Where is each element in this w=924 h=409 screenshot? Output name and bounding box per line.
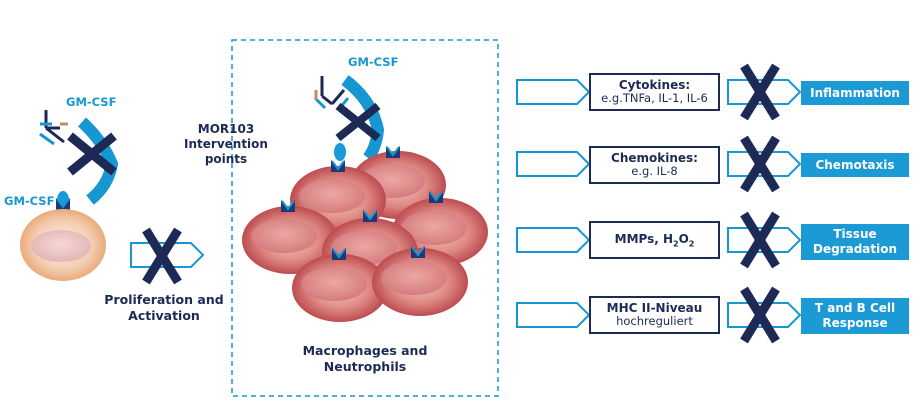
proliferation-label: Proliferation and Activation — [100, 292, 228, 323]
mhc-box: MHC II-Niveau hochreguliert — [589, 296, 720, 334]
antibody-icon — [313, 76, 350, 110]
result-chemotaxis: Chemotaxis — [801, 153, 909, 177]
result-inflammation: Inflammation — [801, 81, 909, 105]
box-title: Cytokines: — [618, 77, 691, 92]
intervention-label-line: MOR103 — [197, 122, 255, 136]
antibody-icon — [39, 110, 68, 146]
macrophages-label-line: Neutrophils — [323, 358, 407, 374]
result-label: Inflammation — [810, 85, 900, 100]
result-tissue-degradation: Tissue Degradation — [801, 224, 909, 260]
box-title-sub: 2 — [688, 238, 695, 248]
box-title-text: O — [678, 231, 689, 246]
intervention-dashed-box — [231, 39, 499, 397]
intervention-label: MOR103 Intervention points — [178, 122, 274, 167]
intervention-label-line: Intervention — [184, 137, 268, 151]
gm-csf-receptor-icon — [77, 117, 119, 205]
gm-csf-label: GM-CSF — [348, 55, 399, 69]
result-label: Response — [822, 316, 888, 330]
box-title: Chemokines: — [611, 150, 698, 165]
result-label: T and B Cell — [814, 301, 896, 315]
chemokines-box: Chemokines: e.g. IL-8 — [589, 146, 720, 184]
result-t-b-cell-response: T and B Cell Response — [801, 298, 909, 334]
box-title-sub: 2 — [673, 238, 679, 248]
box-title: MMPs, H2O2 — [591, 232, 718, 249]
result-label: Chemotaxis — [815, 157, 895, 172]
box-subtitle: hochreguliert — [616, 314, 693, 329]
result-label: Degradation — [812, 242, 898, 256]
gm-csf-label: GM-CSF — [66, 95, 117, 109]
box-title-text: MMPs, H — [614, 231, 674, 246]
gm-csf-label: GM-CSF — [4, 194, 55, 208]
box-subtitle: e.g. IL-8 — [631, 164, 678, 179]
chevron-arrow-icon — [516, 227, 590, 253]
macrophages-label: Macrophages and Neutrophils — [290, 343, 440, 374]
macrophages-label-line: Macrophages and — [302, 343, 428, 358]
result-label: Tissue — [833, 227, 877, 241]
mmps-box: MMPs, H2O2 — [589, 221, 720, 259]
chevron-arrow-icon — [516, 79, 590, 105]
cell-icon — [20, 209, 106, 281]
box-title: MHC II-Niveau — [606, 300, 703, 315]
intervention-label-line: points — [204, 152, 248, 166]
blocking-x-icon — [67, 132, 117, 176]
proliferation-label-line: Proliferation and — [104, 292, 224, 307]
chevron-arrow-icon — [516, 151, 590, 177]
box-subtitle: e.g.TNFa, IL-1, IL-6 — [601, 91, 708, 106]
blocking-x-icon — [335, 102, 381, 142]
cytokines-box: Cytokines: e.g.TNFa, IL-1, IL-6 — [589, 73, 720, 111]
gm-csf-receptor-icon — [341, 75, 385, 162]
chevron-arrow-icon — [516, 302, 590, 328]
proliferation-label-line: Activation — [128, 307, 200, 323]
macrophage-cluster — [242, 143, 488, 322]
